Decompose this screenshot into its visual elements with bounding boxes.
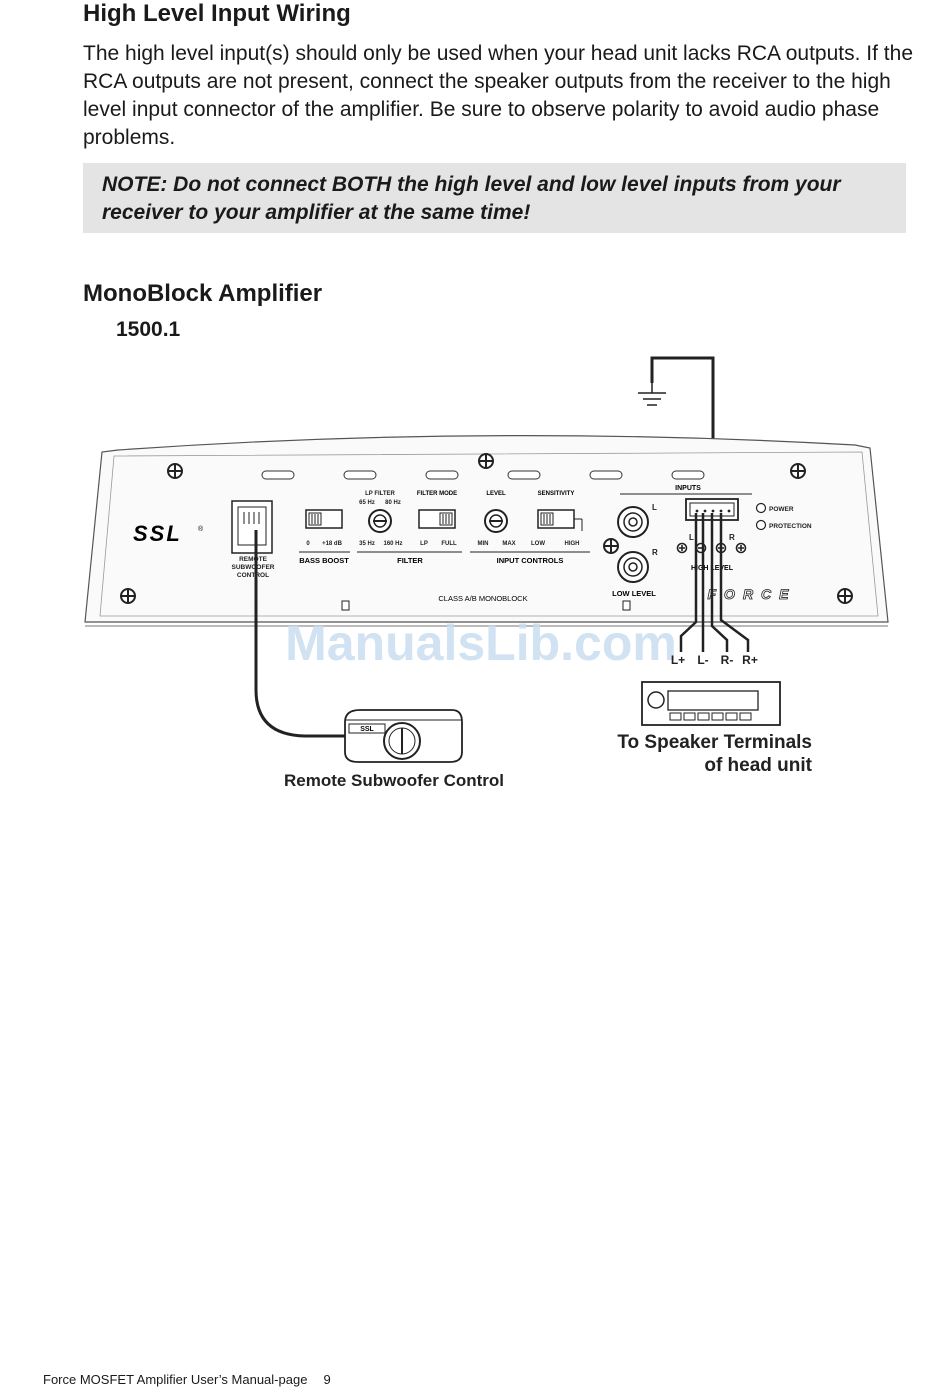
input-controls-label: INPUT CONTROLS	[497, 556, 564, 565]
head-unit-icon	[641, 681, 781, 726]
plus-icon	[676, 542, 747, 554]
lp-filter-title: LP FILTER	[365, 491, 395, 497]
bass-boost-switch[interactable]	[305, 509, 343, 529]
inputs-label: INPUTS	[675, 485, 701, 492]
registered-mark: ®	[198, 525, 204, 533]
lp-filter-35hz: 35 Hz	[359, 541, 375, 547]
wire-label-r-minus: R-	[721, 653, 734, 667]
level-knob[interactable]	[484, 509, 508, 533]
remote-port-label-3: CONTROL	[237, 572, 269, 579]
sensitivity-low: LOW	[531, 541, 545, 547]
ground-icon	[638, 383, 666, 406]
watermark: ManualsLib.com	[285, 615, 677, 671]
remote-badge: SSL	[360, 726, 374, 733]
power-label: POWER	[769, 506, 794, 513]
page-number: 9	[323, 1372, 331, 1387]
lp-filter-knob[interactable]	[368, 509, 392, 533]
level-min: MIN	[478, 541, 489, 547]
force-logo: FORCE	[708, 586, 797, 602]
level-title: LEVEL	[486, 491, 506, 497]
rca-jack-right[interactable]	[617, 551, 649, 583]
intro-paragraph: The high level input(s) should only be u…	[83, 42, 913, 149]
sensitivity-title: SENSITIVITY	[538, 491, 575, 497]
filter-mode-switch[interactable]	[418, 509, 456, 529]
high-level-right-label: R	[729, 533, 735, 542]
level-max: MAX	[502, 541, 515, 547]
low-level-label: LOW LEVEL	[612, 589, 656, 598]
wire-label-r-plus: R+	[742, 653, 758, 667]
rca-jack-left[interactable]	[617, 506, 649, 538]
vent-slots	[261, 470, 705, 480]
speaker-caption-line-2: of head unit	[704, 755, 812, 776]
speaker-wires	[679, 513, 750, 652]
page-heading: High Level Input Wiring	[83, 0, 351, 27]
rca-right-label: R	[652, 548, 658, 557]
rca-left-label: L	[652, 503, 657, 512]
sensitivity-switch[interactable]	[537, 509, 583, 531]
footer-text: Force MOSFET Amplifier User’s Manual-pag…	[43, 1372, 308, 1387]
remote-subwoofer-control-icon	[344, 709, 463, 763]
section-heading: MonoBlock Amplifier	[83, 280, 323, 307]
remote-port-label-1: REMOTE	[239, 556, 267, 563]
page-footer: Force MOSFET Amplifier User’s Manual-pag…	[43, 1372, 331, 1387]
filter-mode-lp: LP	[420, 541, 428, 547]
indicator-square	[341, 600, 350, 611]
bass-boost-label: BASS BOOST	[299, 556, 349, 565]
remote-caption: Remote Subwoofer Control	[284, 771, 504, 790]
lp-filter-80hz: 80 Hz	[385, 500, 401, 506]
bass-boost-min: 0	[306, 541, 310, 547]
protection-label: PROTECTION	[769, 523, 812, 530]
high-level-left-label: L	[689, 533, 694, 542]
note-box: NOTE: Do not connect BOTH the high level…	[83, 163, 906, 233]
remote-port-label-2: SUBWOOFER	[232, 564, 275, 571]
wire-label-l-minus: L-	[697, 653, 708, 667]
indicator-square	[622, 600, 631, 611]
lp-filter-65hz: 65 Hz	[359, 500, 375, 506]
bass-boost-max: +18 dB	[322, 541, 343, 547]
filter-mode-title: FILTER MODE	[417, 491, 457, 497]
remote-cable	[254, 530, 348, 738]
amplifier-chassis	[84, 435, 889, 627]
power-led	[755, 502, 767, 514]
model-number: 1500.1	[116, 318, 181, 341]
filter-mode-full: FULL	[441, 541, 457, 547]
lp-filter-160hz: 160 Hz	[383, 541, 402, 547]
class-label: CLASS A/B MONOBLOCK	[438, 594, 527, 603]
remote-port	[231, 500, 273, 554]
wiring-diagram: SSL ® REMOTE SUBWOOFER CONTROL 0 +18 dB …	[84, 356, 889, 790]
sensitivity-high: HIGH	[565, 541, 580, 547]
brand-logo: SSL	[133, 521, 182, 546]
high-level-connector[interactable]	[685, 498, 739, 521]
wire-label-l-plus: L+	[671, 653, 685, 667]
protection-led	[755, 519, 767, 531]
screw-icon	[120, 453, 853, 604]
speaker-caption-line-1: To Speaker Terminals	[617, 732, 812, 753]
filter-group-label: FILTER	[397, 556, 423, 565]
